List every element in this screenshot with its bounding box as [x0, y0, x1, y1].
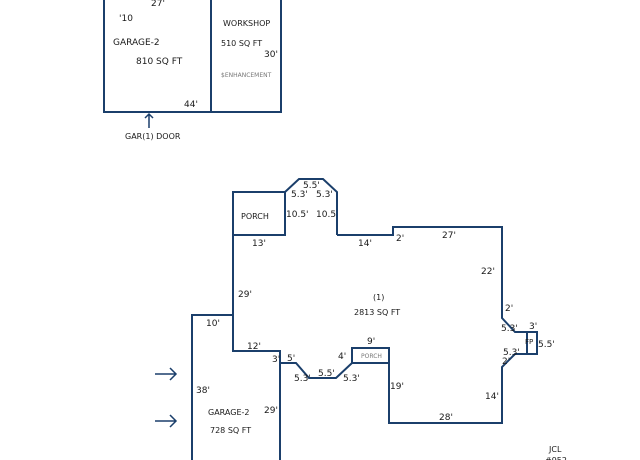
dim-12: 12' — [247, 342, 261, 352]
workshop-name: WORKSHOP — [223, 19, 270, 28]
garage-door-label: GAR(1) DOOR — [125, 132, 181, 141]
dim-3b: 3' — [272, 355, 280, 365]
workshop-outline — [210, 0, 282, 113]
garage-top-dim-top: 27' — [151, 0, 165, 9]
dim-53c: 5.3' — [294, 374, 311, 384]
workshop-area: 510 SQ FT — [221, 39, 262, 48]
fireplace-outline — [525, 331, 538, 355]
dim-2c: 2' — [502, 357, 510, 367]
garage-door-arrow — [144, 112, 154, 128]
dim-10: 10' — [206, 319, 220, 329]
garage-bottom-name: GARAGE-2 — [208, 408, 249, 417]
dim-53b: 5.3' — [503, 348, 520, 358]
dim-14a: 14' — [358, 239, 372, 249]
garage-top-dim-left: '10 — [119, 14, 133, 24]
main-room-name: (1) — [373, 293, 384, 302]
bay-outline — [284, 178, 338, 235]
corner-note-line2: #952 — [545, 456, 567, 460]
garage-bottom-dim-right: 29' — [264, 406, 278, 416]
garage-door-arrow-upper — [155, 367, 178, 381]
dim-22: 22' — [481, 267, 495, 277]
garage-bottom-dim-left: 38' — [196, 386, 210, 396]
bay-dim-left: 5.3' — [291, 190, 308, 200]
main-room-area: 2813 SQ FT — [354, 308, 400, 317]
main-house-outline — [191, 226, 528, 460]
dim-2b: 2' — [505, 304, 513, 314]
corner-note-line1: JCL — [548, 445, 562, 454]
dim-9: 9' — [367, 337, 375, 347]
porch-top-outline — [232, 191, 286, 236]
bay-dim-top: 5.5' — [303, 181, 320, 191]
garage-top-dim-bottom: 44' — [184, 100, 198, 110]
garage-top-name: GARAGE-2 — [113, 38, 160, 48]
porch-top-dim-bottom: 13' — [252, 239, 266, 249]
porch-top-dim-right: 10.5' — [286, 210, 309, 220]
workshop-dim-right: 30' — [264, 50, 278, 60]
fireplace-label: FP — [525, 338, 533, 346]
porch-top-name: PORCH — [241, 212, 269, 221]
dim-29: 29' — [238, 290, 252, 300]
garage-top-area: 810 SQ FT — [136, 57, 183, 67]
dim-5: 5' — [287, 354, 295, 364]
porch-small-outline — [351, 347, 390, 364]
dim-3: 3' — [529, 322, 537, 332]
dim-4: 4' — [338, 352, 346, 362]
dim-28: 28' — [439, 413, 453, 423]
porch-small-name: PORCH — [361, 353, 382, 360]
dim-55: 5.5' — [538, 340, 555, 350]
dim-2a: 2' — [396, 234, 404, 244]
dim-53d: 5.3' — [343, 374, 360, 384]
dim-14b: 14' — [485, 392, 499, 402]
dim-27: 27' — [442, 231, 456, 241]
dim-55b: 5.5' — [318, 369, 335, 379]
bay-dim-right: 5.3' — [316, 190, 333, 200]
garage-bottom-area: 728 SQ FT — [210, 426, 251, 435]
dim-19: 19' — [390, 382, 404, 392]
dim-53a: 5.3' — [501, 324, 518, 334]
garage-door-arrow-lower — [155, 414, 178, 428]
bay-dim-side: 10.5 — [316, 210, 336, 220]
workshop-note: $ENHANCEMENT — [221, 72, 272, 79]
